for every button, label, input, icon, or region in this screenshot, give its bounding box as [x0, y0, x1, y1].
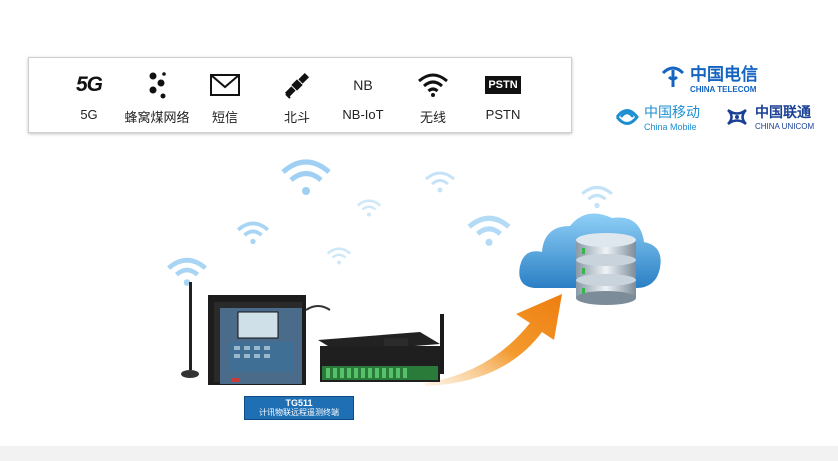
comm-label: 蜂窝煤网络: [124, 110, 190, 125]
data-upload-arrow: [425, 294, 562, 386]
bottom-band: [0, 446, 838, 461]
unicom-en-name: CHINA UNICOM: [755, 122, 815, 131]
mobile-en-name: China Mobile: [644, 122, 697, 132]
communication-methods-panel: 5G 5G 蜂窝煤网络 短信: [28, 57, 572, 133]
comm-label: 短信: [211, 110, 239, 125]
pstn-icon: PSTN: [483, 70, 523, 100]
comm-label: NB-IoT: [342, 107, 384, 122]
cellular-network-icon: [137, 70, 177, 100]
unicom-knot-icon: [727, 108, 747, 125]
telecom-cn-name: 中国电信: [690, 65, 758, 84]
comm-item-sms: 短信: [205, 58, 245, 132]
china-mobile-logo: 中国移动 China Mobile: [614, 102, 700, 132]
device-name: 计讯物联远程遥测终端: [259, 408, 339, 417]
wifi-signal-icon: [356, 199, 382, 217]
china-telecom-logo: 中国电信 CHINA TELECOM: [660, 60, 758, 94]
wifi-signal-icon: [167, 257, 207, 286]
tg511-terminal-devices: [181, 282, 444, 385]
mobile-emblem-icon: [615, 109, 639, 125]
comm-item-wireless: 无线: [413, 58, 453, 132]
unicom-cn-name: 中国联通: [755, 104, 811, 120]
nb-iot-icon: NB: [353, 77, 373, 93]
wifi-signal-icon: [236, 221, 270, 245]
comm-label: 5G: [80, 107, 98, 122]
comm-label: 无线: [419, 110, 447, 125]
comm-item-cellular: 蜂窝煤网络: [124, 58, 190, 132]
comm-item-beidou: 北斗: [277, 58, 317, 132]
comm-item-5g: 5G 5G: [69, 58, 109, 132]
device-label: TG511 计讯物联远程遥测终端: [244, 396, 354, 420]
device-model: TG511: [285, 398, 313, 408]
wifi-signal-icon: [281, 159, 331, 195]
china-unicom-logo: 中国联通 CHINA UNICOM: [722, 102, 814, 131]
cloud-server-icon: [519, 213, 661, 305]
telecom-en-name: CHINA TELECOM: [690, 85, 757, 94]
5g-icon: 5G: [75, 73, 103, 96]
comm-item-nbiot: NB NB-IoT: [342, 58, 384, 132]
sms-envelope-icon: [205, 70, 245, 100]
comm-item-pstn: PSTN PSTN: [483, 58, 523, 132]
comm-label: PSTN: [485, 107, 521, 122]
wifi-signal-icon: [581, 185, 613, 209]
wifi-signal-icon: [326, 247, 352, 265]
database-stack: [576, 233, 636, 305]
satellite-icon: [277, 70, 317, 100]
wifi-icon: [413, 70, 453, 100]
wifi-signal-icon: [425, 171, 455, 193]
comm-label: 北斗: [283, 110, 311, 125]
telecom-emblem-icon: [661, 66, 685, 87]
wifi-signal-icon: [467, 215, 511, 246]
mobile-cn-name: 中国移动: [644, 104, 700, 120]
